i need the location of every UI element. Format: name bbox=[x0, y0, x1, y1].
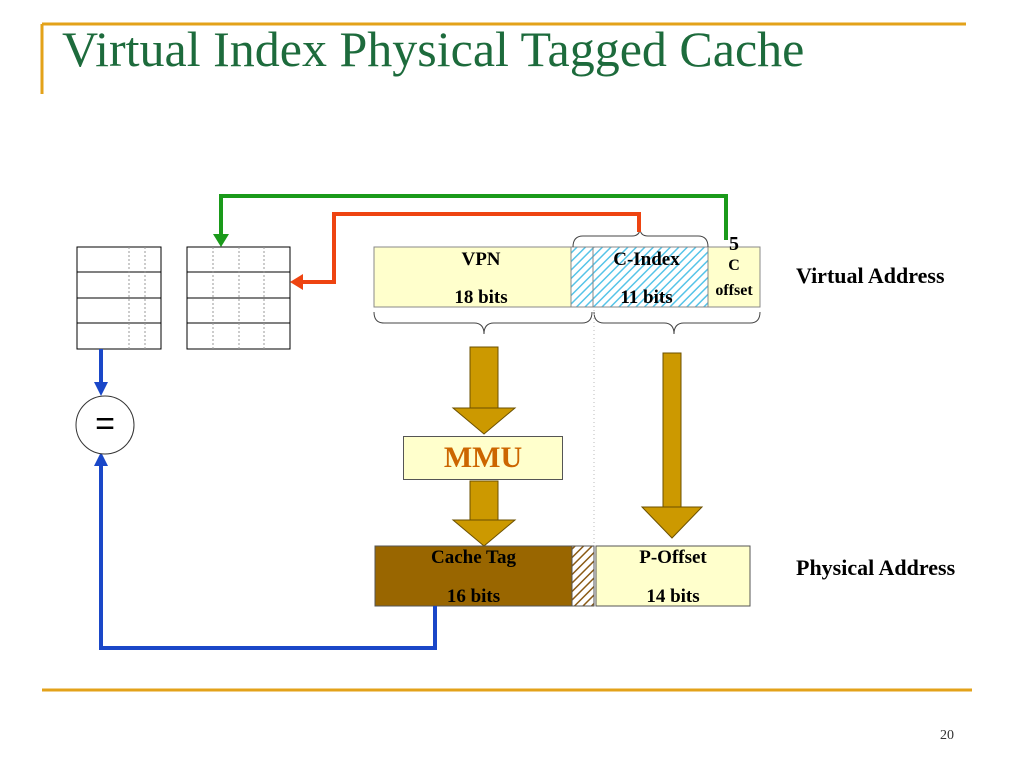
tag-array bbox=[76, 246, 162, 350]
mmu-label: MMU bbox=[443, 441, 523, 474]
cindex-name: C-Index bbox=[613, 249, 680, 270]
vpn-name: VPN bbox=[461, 249, 501, 270]
coffset-name-line2: offset bbox=[715, 282, 753, 299]
mmu-box: MMU bbox=[403, 436, 563, 480]
comparator-circle bbox=[75, 395, 135, 455]
vpn-bits: 18 bits bbox=[454, 287, 508, 308]
virtual-address-label: Virtual Address bbox=[796, 263, 945, 288]
cache-tag-bits: 16 bits bbox=[446, 586, 501, 607]
offset-under-brace bbox=[593, 311, 761, 335]
coffset-count: 5 bbox=[729, 233, 739, 255]
physical-address-label: Physical Address bbox=[796, 555, 956, 580]
slide-title: Virtual Index Physical Tagged Cache bbox=[62, 21, 805, 77]
overlap-hatch-field bbox=[571, 545, 595, 607]
poffset-name: P-Offset bbox=[639, 547, 707, 568]
coffset-name-line1: C bbox=[728, 257, 740, 274]
blue-physical-tag-path bbox=[94, 452, 437, 650]
cache-tag-field bbox=[374, 545, 573, 607]
blue-tag-read-arrow bbox=[94, 349, 108, 396]
poffset-bits: 14 bits bbox=[646, 586, 700, 607]
vpn-under-brace bbox=[373, 311, 593, 335]
green-offset-path bbox=[213, 194, 728, 247]
mmu-to-tag-arrow bbox=[451, 480, 517, 547]
cindex-field bbox=[592, 246, 709, 308]
page-number: 20 bbox=[940, 728, 954, 743]
offset-passthrough-arrow bbox=[640, 352, 704, 539]
poffset-field bbox=[595, 545, 751, 607]
cindex-bits: 11 bits bbox=[620, 287, 673, 308]
red-index-path bbox=[290, 212, 641, 290]
data-array bbox=[186, 246, 291, 350]
coffset-field bbox=[707, 246, 761, 308]
comparator-symbol: = bbox=[95, 405, 115, 443]
vpn-to-mmu-arrow bbox=[451, 346, 517, 435]
cache-tag-name: Cache Tag bbox=[431, 547, 516, 568]
